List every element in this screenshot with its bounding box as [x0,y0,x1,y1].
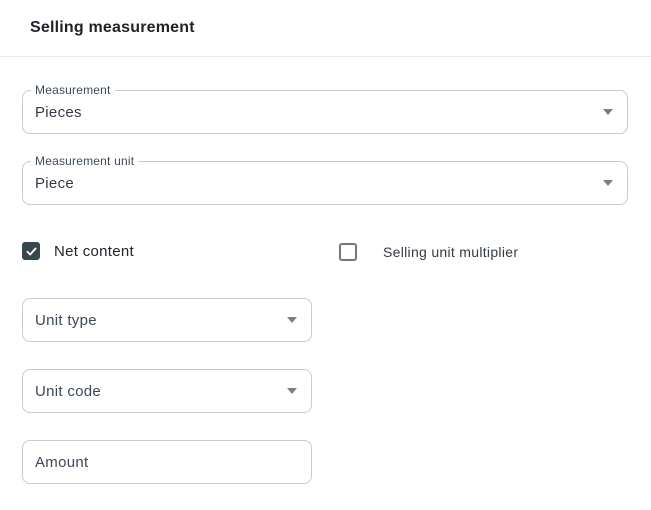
selling-unit-multiplier-label[interactable]: Selling unit multiplier [383,244,519,260]
net-content-label[interactable]: Net content [54,242,135,260]
caret-down-icon [287,317,297,323]
checkbox-box[interactable] [22,242,40,260]
measurement-select[interactable]: Measurement Pieces [22,83,628,134]
unit-type-select[interactable]: Unit type [22,298,312,342]
unit-type-placeholder: Unit type [35,311,97,329]
header-divider [0,56,651,57]
measurement-unit-label: Measurement unit [31,154,139,169]
caret-down-icon [603,109,613,115]
amount-input[interactable]: Amount [22,440,312,484]
caret-down-icon [287,388,297,394]
caret-down-icon [603,180,613,186]
unit-code-placeholder: Unit code [35,382,102,400]
checkmark-icon [26,247,36,255]
measurement-value: Pieces [35,103,82,121]
checkbox-box[interactable] [339,243,357,261]
selling-unit-multiplier-checkbox[interactable]: Selling unit multiplier [339,243,518,261]
unit-code-select[interactable]: Unit code [22,369,312,413]
net-content-checkbox[interactable]: Net content [22,242,134,260]
page-title: Selling measurement [30,19,195,36]
measurement-unit-select[interactable]: Measurement unit Piece [22,154,628,205]
measurement-label: Measurement [31,83,115,98]
amount-placeholder: Amount [35,453,89,471]
measurement-unit-value: Piece [35,174,75,192]
